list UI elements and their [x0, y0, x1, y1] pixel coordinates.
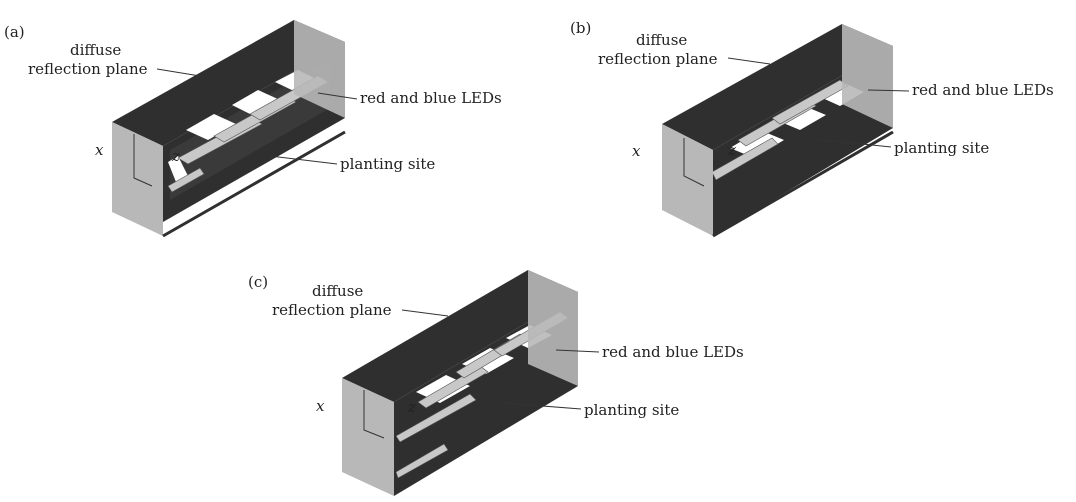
- panel-b-x-notch: [683, 138, 705, 187]
- panel-c-led-bar-5: [395, 443, 449, 479]
- panel-b-bottom-edge: [712, 130, 894, 238]
- panel-c-right-face: [528, 270, 578, 386]
- panel-b-diffuse-leader: [727, 57, 771, 65]
- panel-a-top-face: [112, 20, 345, 146]
- panel-a-right-face: [294, 20, 345, 118]
- panel-b-leds-label: red and blue LEDs: [912, 81, 1054, 99]
- panel-c-planting-leader: [503, 402, 582, 410]
- panel-c-x-axis-label: x: [316, 397, 325, 415]
- panel-c-diffuse-label-1: diffuse: [312, 282, 363, 300]
- panel-a-window-4: [168, 156, 188, 182]
- panel-b-led-bar-3: [711, 137, 779, 181]
- panel-a-leds-label: red and blue LEDs: [360, 89, 502, 107]
- panel-a-diffuse-leader: [156, 68, 201, 77]
- panel-c-planting-label: planting site: [584, 401, 679, 419]
- panel-c-left-face: [342, 378, 394, 496]
- panel-b-planting-leader: [813, 138, 892, 148]
- panel-b-planting-label: planting site: [894, 139, 989, 157]
- panel-b-tag: (b): [570, 19, 591, 37]
- panel-a-bottom-edge: [162, 130, 346, 238]
- panel-c-led-bar-4: [395, 393, 477, 443]
- panel-b-left-face: [662, 124, 713, 236]
- panel-c-x-notch: [363, 390, 385, 439]
- panel-a-diffuse-label-1: diffuse: [70, 41, 121, 59]
- panel-a-x-axis-label: x: [95, 141, 104, 159]
- panel-a-leds-leader: [317, 92, 358, 100]
- panel-b-x-axis-label: x: [632, 142, 641, 160]
- panel-c: (c) diffuse reflection plane red and blu…: [248, 270, 744, 496]
- panel-c-diffuse-label-2: reflection plane: [272, 301, 392, 319]
- panel-b-diffuse-label-2: reflection plane: [598, 50, 718, 68]
- panel-a-x-notch: [133, 134, 153, 187]
- panel-c-leds-leader: [555, 349, 600, 353]
- panel-a-tag: (a): [4, 23, 25, 41]
- panel-a-window-1: [186, 114, 236, 140]
- panel-b-z-axis-label: z: [727, 141, 736, 159]
- panel-c-z-axis-label: z: [407, 398, 416, 416]
- panel-a-diffuse-label-2: reflection plane: [28, 60, 148, 78]
- panel-a: (a) diffuse reflection plane red and blu…: [4, 20, 502, 238]
- panel-b-right-face: [842, 24, 893, 128]
- panel-c-top-face: [342, 270, 578, 402]
- panel-b-window-1: [730, 130, 784, 158]
- panel-a-window-2: [232, 90, 280, 116]
- panel-c-diffuse-leader: [401, 309, 449, 317]
- panel-b-leds-leader: [867, 89, 910, 92]
- panel-a-led-bar-4: [167, 167, 205, 193]
- panel-b: (b) diffuse reflection plane red and blu…: [570, 19, 1054, 238]
- panel-b-window-2: [776, 105, 826, 130]
- panel-a-z-axis-label: z: [171, 147, 180, 165]
- panel-a-left-face: [112, 122, 163, 236]
- panel-a-planting-label: planting site: [340, 155, 435, 173]
- panel-c-led-bar-1: [417, 365, 489, 409]
- panel-c-leds-label: red and blue LEDs: [602, 343, 744, 361]
- panel-c-tag: (c): [248, 273, 268, 291]
- panel-b-top-face: [662, 24, 893, 150]
- panel-b-diffuse-label-1: diffuse: [636, 31, 687, 49]
- panel-a-planting-leader: [269, 155, 338, 165]
